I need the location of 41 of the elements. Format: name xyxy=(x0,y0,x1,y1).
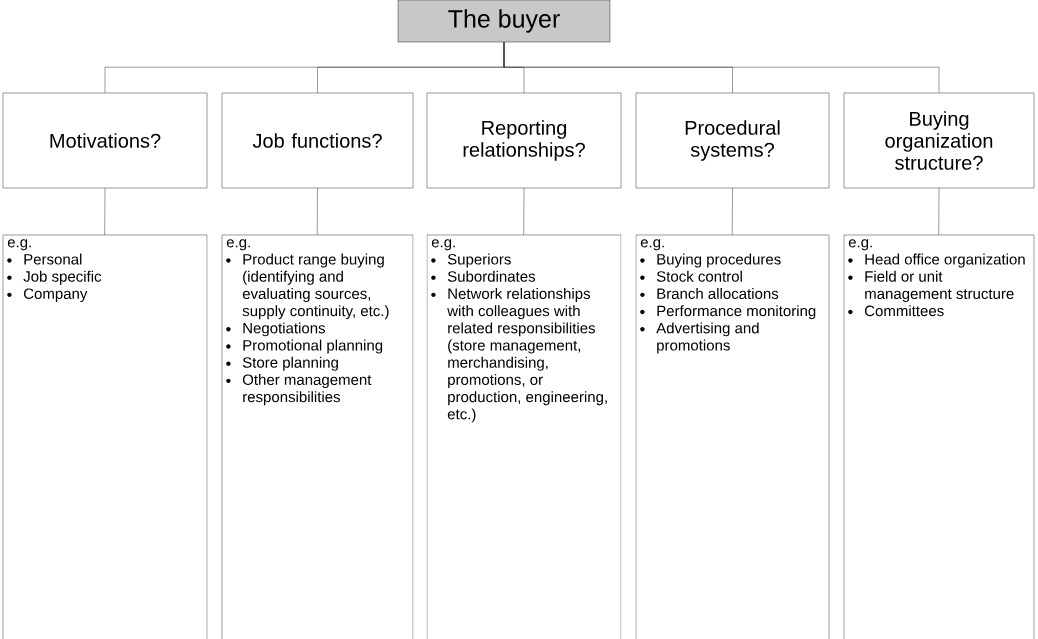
node-label: Store planning xyxy=(242,356,338,371)
node-label: Superiors xyxy=(447,253,511,268)
node-label: e.g. xyxy=(848,239,872,251)
connector-line xyxy=(503,42,940,93)
connector-line xyxy=(732,188,733,236)
node-label: e.g. xyxy=(226,239,250,251)
node-label: Buying procedures xyxy=(657,253,781,268)
node-label: Other management responsibilities xyxy=(242,374,372,406)
node-label: Branch allocations xyxy=(657,288,779,300)
node-label: Head office organization xyxy=(865,253,1025,268)
node-label: e.g. xyxy=(431,239,455,251)
example-list-box: e.g. Product range buying (identifying and evaluating sources, supply continuity, etc.) Negotiations Promotional planning Store planning Other management responsibilities xyxy=(221,234,414,639)
node-label: Network relationships with colleagues with related responsibilities (store management, merchandising, promotions, or production, engineering, etc.) xyxy=(447,288,607,423)
node-label: e.g. xyxy=(640,239,664,251)
node-label: Personal xyxy=(24,253,82,265)
category-box: Job functions? xyxy=(221,92,414,189)
example-list-box: e.g. Superiors Subordinates Network relationships with colleagues with related responsibilities (store management, merchandising, promotions, or production, engineering, etc.) xyxy=(426,234,622,639)
node-label: Committees xyxy=(864,305,944,317)
node-label: Product range buying (identifying and evaluating sources, supply continuity, etc.) xyxy=(242,253,389,320)
node-label: e.g. xyxy=(7,239,31,251)
example-list-box: e.g. Personal Job specific Company xyxy=(2,234,208,639)
node-label: Performance monitoring xyxy=(657,305,816,320)
connector-line xyxy=(523,188,525,236)
example-list-box: e.g. Buying procedures Stock control Branch allocations Performance monitoring Advertising and promotions xyxy=(635,234,830,639)
category-box: Procedural systems? xyxy=(635,92,830,189)
node-label: Field or unit management structure xyxy=(865,270,1014,302)
node-label: Job specific xyxy=(23,270,102,285)
node-label: Subordinates xyxy=(447,270,536,282)
node-label: Advertising and promotions xyxy=(656,322,759,354)
category-box: Buying organization structure? xyxy=(843,92,1035,189)
node-label: Negotiations xyxy=(243,322,326,337)
example-list-box: e.g. Head office organization Field or unit management structure Committees xyxy=(843,234,1035,639)
category-box: Motivations? xyxy=(2,92,208,189)
category-box: Reporting relationships? xyxy=(426,92,622,189)
node-label: Promotional planning xyxy=(243,339,383,354)
connector-line xyxy=(317,188,318,236)
node-label: Company xyxy=(23,288,88,302)
title-box: The buyer xyxy=(397,0,611,43)
connector-line xyxy=(104,188,106,236)
connector-line xyxy=(938,188,940,236)
node-label: Stock control xyxy=(656,270,742,282)
